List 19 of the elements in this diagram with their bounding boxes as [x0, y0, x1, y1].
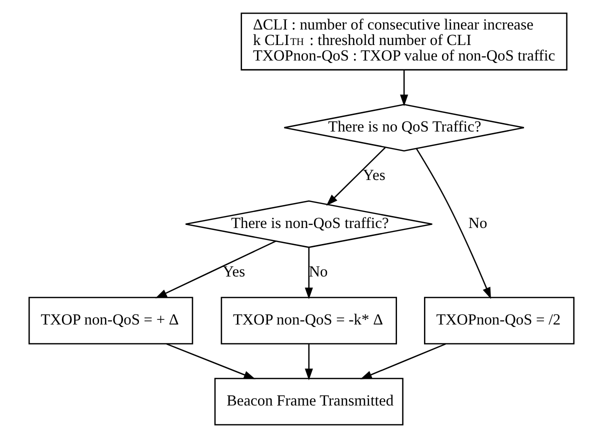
edge-label: Yes	[362, 166, 386, 184]
node-box: TXOP non-QoS = -k* Δ	[220, 296, 397, 344]
node-box: Beacon Frame Transmitted	[214, 378, 404, 426]
arrow	[416, 148, 492, 299]
arrow	[326, 147, 386, 206]
arrow	[166, 343, 256, 380]
edge-label: No	[468, 215, 488, 232]
edge-label: Yes	[222, 263, 246, 280]
arrow	[304, 248, 313, 300]
arrow	[304, 344, 313, 380]
arrow	[360, 343, 446, 380]
arrow	[155, 240, 276, 298]
node-box: TXOPnon-QoS = /2	[424, 296, 574, 344]
node-box: ΔCLI : number of consecutive linear increase k CLITH : threshold number of CLI TXOPnon-QoS : TXOP value of non-QoS traffic	[240, 12, 568, 70]
node-diamond: There is non-QoS traffic?	[184, 200, 433, 248]
arrow	[400, 70, 408, 106]
node-box: TXOP non-QoS = + Δ	[28, 296, 194, 344]
node-diamond: There is no QoS Traffic?	[284, 104, 525, 152]
edge-label: No	[308, 263, 328, 280]
